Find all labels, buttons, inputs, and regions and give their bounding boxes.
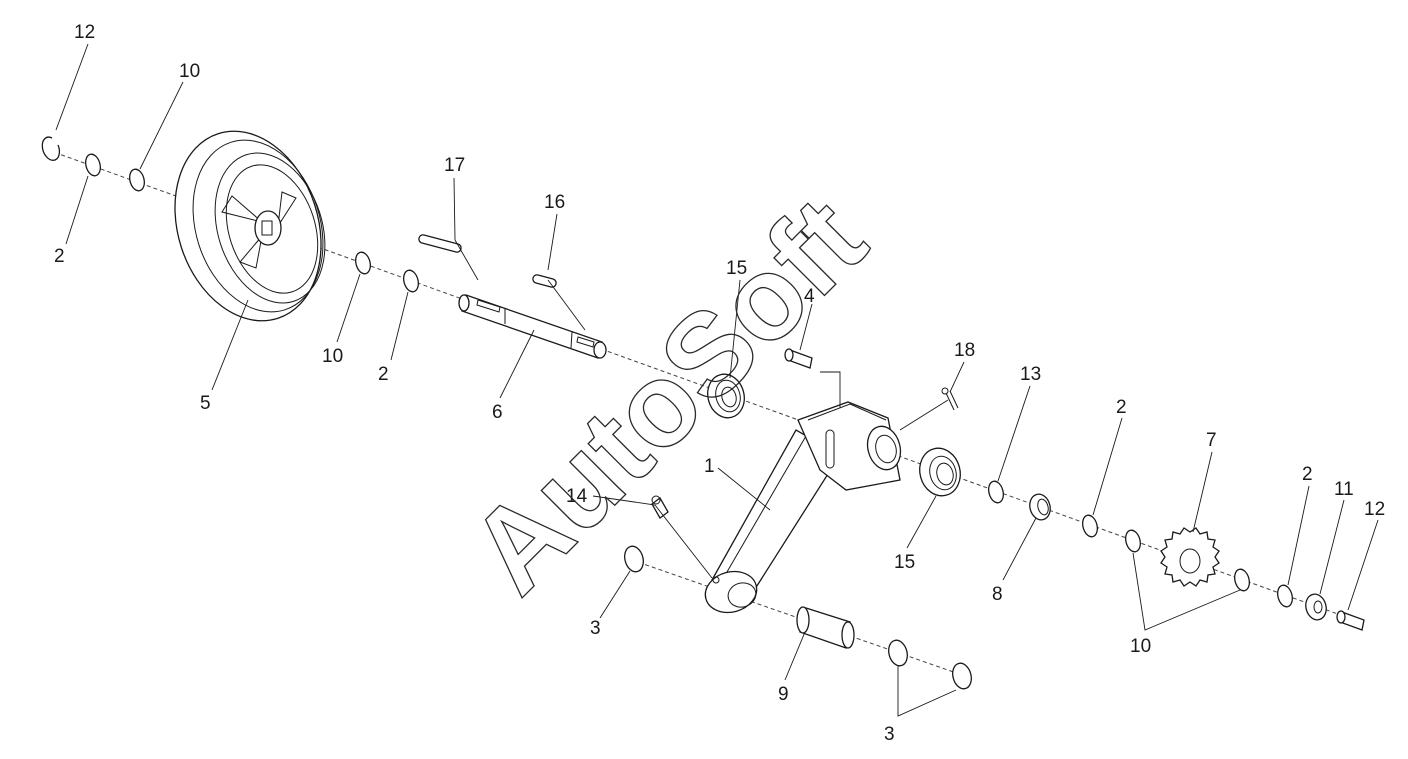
- callout-12-left: 12: [74, 22, 95, 43]
- callout-3-left: 3: [590, 618, 601, 639]
- callout-8: 8: [992, 584, 1003, 605]
- callout-18: 18: [954, 340, 975, 361]
- circlip-left: [41, 136, 61, 161]
- callout-2-right-b: 2: [1302, 464, 1313, 485]
- bolt-12-right: [1336, 610, 1365, 631]
- leader-lines: [55, 43, 1379, 717]
- callout-4: 4: [804, 286, 815, 307]
- bushing-9: [796, 606, 855, 649]
- callout-6: 6: [492, 402, 503, 423]
- spacer-8: [1029, 493, 1051, 521]
- washer-10-right-b: [1234, 568, 1250, 592]
- washer-10-right-a: [1125, 529, 1141, 553]
- washer-2-left: [85, 153, 101, 177]
- bearing-15-left: [707, 373, 745, 419]
- callout-12-right: 12: [1364, 499, 1385, 520]
- callout-labels: 12 2 10 10 2 5 6 17 16 15 4 18 13 1 14 1…: [54, 22, 1385, 745]
- callout-2-mid: 2: [378, 364, 389, 385]
- callout-3-right: 3: [884, 724, 895, 745]
- pulley-5: [174, 130, 326, 322]
- key-16: [532, 274, 557, 288]
- callout-16: 16: [544, 192, 565, 213]
- washer-3-right-a: [888, 639, 908, 667]
- washer-3-right-b: [952, 662, 972, 690]
- washer-2-right-b: [1277, 584, 1293, 608]
- washer-10-mid: [355, 251, 371, 275]
- callout-11: 11: [1334, 479, 1354, 500]
- callout-13: 13: [1020, 364, 1041, 385]
- callout-15-bottom: 15: [894, 552, 915, 573]
- callout-7: 7: [1206, 430, 1217, 451]
- callout-15-top: 15: [726, 258, 747, 279]
- callout-2-right-a: 2: [1116, 397, 1127, 418]
- pin-4: [784, 348, 813, 369]
- washer-2-right-a: [1082, 514, 1098, 538]
- washer-10-left: [129, 168, 145, 192]
- shaft-6: [458, 294, 607, 359]
- washer-3-left: [624, 545, 644, 573]
- callout-2-left: 2: [54, 246, 65, 267]
- callout-1: 1: [704, 456, 715, 477]
- callout-10-left: 10: [179, 61, 200, 82]
- callout-5: 5: [200, 393, 211, 414]
- bearing-15-right: [919, 447, 961, 497]
- sprocket-7: [1160, 527, 1220, 587]
- callout-10-mid: 10: [322, 346, 343, 367]
- washer-13: [988, 480, 1004, 504]
- washer-2-mid: [403, 269, 419, 293]
- callout-10-right: 10: [1130, 636, 1151, 657]
- callout-9: 9: [778, 684, 789, 705]
- callout-14: 14: [566, 486, 588, 507]
- key-17: [418, 234, 462, 253]
- cotter-pin-18: [941, 387, 959, 411]
- tensioner-arm-1: [704, 401, 902, 614]
- callout-17: 17: [444, 155, 465, 176]
- grease-nipple-14: [651, 495, 669, 519]
- collar-11: [1305, 593, 1327, 621]
- watermark-text: AutoSoft: [445, 173, 891, 619]
